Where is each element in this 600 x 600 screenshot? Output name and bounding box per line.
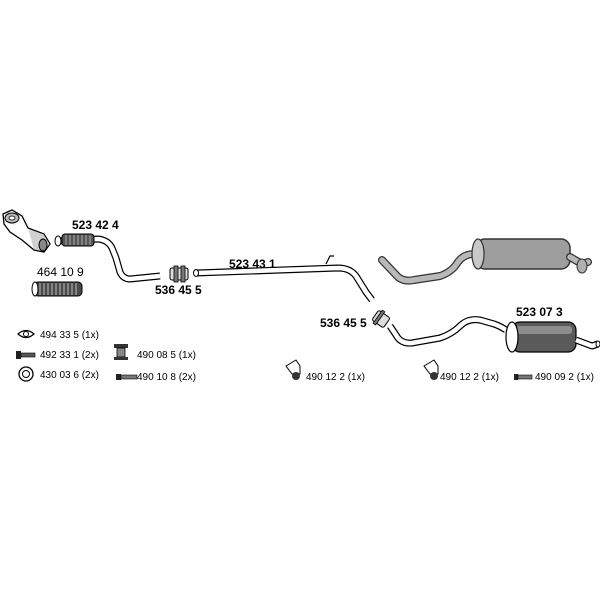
part-number-flex-pipe: 464 10 9 [37, 265, 84, 279]
accessory-nut-label: 430 03 6 (2x) [40, 370, 99, 381]
part-number-rear-silencer: 523 07 3 [516, 305, 563, 319]
rod-icon [514, 374, 533, 380]
accessory-bolt-label: 492 33 1 (2x) [40, 350, 99, 361]
clamp-left [169, 265, 189, 283]
hanger-rear-icon [423, 359, 439, 380]
rear-silencer-assembly [387, 316, 600, 353]
middle-pipe [193, 255, 375, 303]
bolt-icon [16, 351, 36, 359]
part-number-middle-pipe: 523 43 1 [229, 257, 276, 271]
rear-silencer-overview [378, 238, 592, 285]
accessory-stud-label: 490 10 8 (2x) [137, 372, 196, 383]
clamp-right [372, 309, 390, 328]
flex-pipe [31, 281, 83, 297]
nut-icon [18, 366, 34, 382]
part-number-front-pipe: 523 42 4 [72, 218, 119, 232]
stud-icon [116, 374, 138, 380]
accessory-hanger-rear-label: 490 12 2 (1x) [440, 372, 499, 383]
accessory-gasket-label: 494 33 5 (1x) [40, 330, 99, 341]
accessory-mount-clamp-label: 490 08 5 (1x) [137, 350, 196, 361]
hanger-mid-icon [285, 359, 301, 380]
mount-clamp-icon [114, 344, 128, 360]
gasket-icon [17, 329, 35, 339]
catalytic-converter [2, 209, 51, 253]
accessory-rod-label: 490 09 2 (1x) [535, 372, 594, 383]
part-number-clamp-left: 536 45 5 [155, 283, 202, 297]
front-pipe [54, 233, 161, 283]
part-number-clamp-right: 536 45 5 [320, 316, 367, 330]
accessory-hanger-mid-label: 490 12 2 (1x) [306, 372, 365, 383]
